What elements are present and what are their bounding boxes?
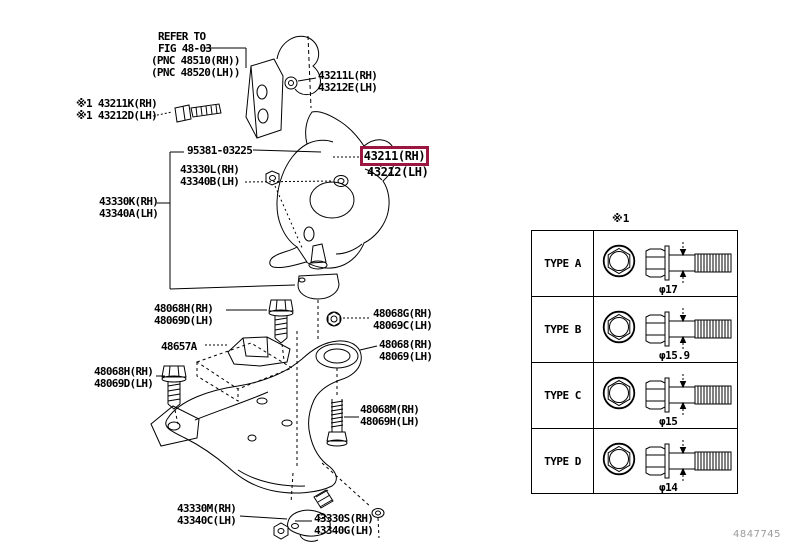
nut-43330s-drawing [273,522,289,540]
part-number: 48068M(RH) [360,403,420,416]
ball-joint-drawing [297,243,340,341]
part-number: 43212E(LH) [318,81,378,94]
type-b-cell: φ15.9 [594,297,737,363]
part-number: 48068H(RH) [154,302,214,315]
refer-note: REFER TO FIG 48-03 (PNC 48510(RH)) (PNC … [151,30,241,79]
bolt-diameter: φ14 [659,481,678,494]
part-label-48068h-lower[interactable]: 48068H(RH) 48069D(LH) [94,365,154,390]
part-number: ※1 43212D(LH) [76,109,158,122]
bolt-43211k-drawing [152,103,222,123]
refer-note-line: (PNC 48510(RH)) [151,54,241,67]
fastener-type-table: TYPE A φ17 [531,230,738,494]
bolt-figure: φ15 [643,373,735,428]
bolt-48068m-drawing [326,399,348,447]
bolt-figure: φ15.9 [643,307,735,362]
drawing-number: 4847745 [733,529,782,540]
bolt-side-view-icon [645,440,732,482]
nut-front-view-icon [602,442,636,476]
part-label-48068g[interactable]: 48068G(RH) 48069C(LH) [373,307,433,332]
bolt-48068h-upper-drawing [268,299,294,361]
refer-note-line: (PNC 48520(LH)) [151,66,241,79]
part-number: 48069D(LH) [154,314,214,327]
part-number: 48069D(LH) [94,377,154,390]
part-label-95381[interactable]: 95381-03225 [187,144,253,157]
bolt-side-view-icon [645,242,732,284]
part-label-48068m[interactable]: 48068M(RH) 48069H(LH) [360,403,420,428]
nut-48068g-drawing [326,311,342,327]
part-label-43330l[interactable]: 43330L(RH) 43340B(LH) [180,163,240,188]
bolt-figure: φ14 [643,439,735,494]
ball-joint-43330m-drawing [287,489,334,542]
type-b-label: TYPE B [532,297,594,363]
type-a-cell: φ17 [594,231,737,297]
type-d-label: TYPE D [532,429,594,494]
part-label-43212[interactable]: 43212(LH) [367,165,429,179]
bolt-diameter: φ15.9 [659,349,690,362]
bolt-side-view-icon [645,308,732,350]
part-label-43211l[interactable]: 43211L(RH) 43212E(LH) [318,69,378,94]
part-number: 43340A(LH) [99,207,159,220]
type-c-label: TYPE C [532,363,594,429]
refer-note-line: REFER TO [158,30,206,43]
strut-bracket-drawing [245,35,321,139]
part-number: 43330S(RH) [314,512,374,525]
part-number: 43340C(LH) [177,514,237,527]
nut-front-view-icon [602,310,636,344]
part-number: 43340G(LH) [314,524,374,537]
part-label-43211k[interactable]: ※1 43211K(RH) ※1 43212D(LH) [76,97,158,122]
part-number: 48068(RH) [379,338,433,351]
part-label-48068h-upper[interactable]: 48068H(RH) 48069D(LH) [154,302,214,327]
stay-bracket-48657a-drawing [195,336,294,402]
type-d-cell: φ14 [594,429,737,494]
part-number: 43330M(RH) [177,502,237,515]
highlighted-part-number[interactable]: 43211(RH) [360,146,429,166]
nut-front-view-icon [602,376,636,410]
highlighted-part-label: 43211(RH) [363,149,426,163]
part-label-43330m[interactable]: 43330M(RH) 43340C(LH) [177,502,237,527]
part-label-43330s[interactable]: 43330S(RH) 43340G(LH) [314,512,374,537]
nut-small-right-drawing [371,508,385,539]
part-number: 43330L(RH) [180,163,240,176]
type-a-label: TYPE A [532,231,594,297]
type-c-cell: φ15 [594,363,737,429]
part-number: 48657A [161,340,197,353]
part-number: 43211L(RH) [318,69,378,82]
part-number: 43330K(RH) [99,195,159,208]
part-label-48068[interactable]: 48068(RH) 48069(LH) [379,338,433,363]
part-number: 43340B(LH) [180,175,240,188]
bolt-side-view-icon [645,374,732,416]
nut-43330l-drawing [244,175,349,187]
part-number: 48069C(LH) [373,319,433,332]
part-number: 95381-03225 [187,144,253,157]
bolt-diameter: φ17 [659,283,678,296]
bolt-figure: φ17 [643,241,735,296]
part-label-43330k[interactable]: 43330K(RH) 43340A(LH) [99,195,159,220]
part-number: 48069(LH) [379,350,433,363]
table-ref-mark: ※1 [612,212,630,225]
part-number: 48069H(LH) [360,415,420,428]
knuckle-drawing [269,111,396,269]
nut-front-view-icon [602,244,636,278]
part-number: ※1 43211K(RH) [76,97,158,110]
part-label-48657a[interactable]: 48657A [161,341,197,353]
leader-lines [156,47,378,522]
part-number: 48068G(RH) [373,307,433,320]
nut-43211l-drawing [284,76,317,90]
nut-95381-drawing [265,170,304,251]
part-number: 43212(LH) [367,165,429,179]
refer-note-line: FIG 48-03 [158,42,212,55]
control-arm-drawing [150,331,372,508]
bolt-48068h-lower-drawing [161,365,187,425]
bolt-diameter: φ15 [659,415,678,428]
part-number: 48068H(RH) [94,365,154,378]
